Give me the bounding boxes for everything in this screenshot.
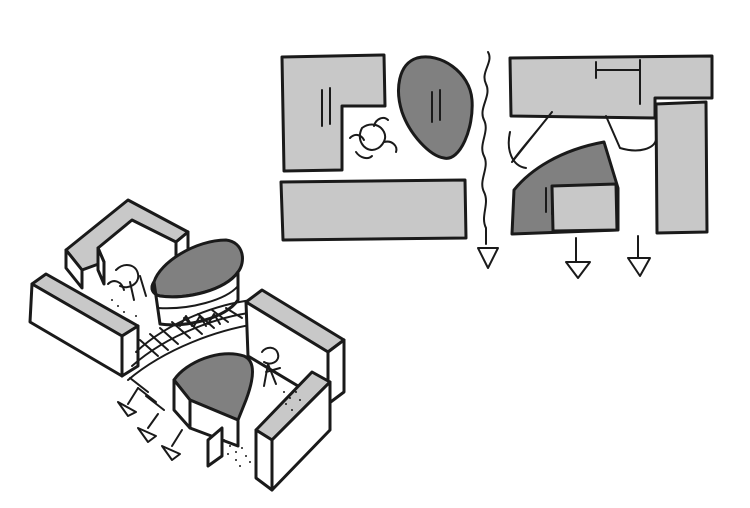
plan-door-swing-arc (511, 111, 553, 163)
plan-door-swing-arc (507, 131, 527, 169)
axo-person-figure (261, 346, 281, 387)
plan-bottom-bar (279, 178, 468, 242)
axo-front-right-bar-front (254, 428, 274, 492)
plan-arrow-down-icon (627, 235, 651, 277)
plan-arrow-down-icon (565, 237, 591, 279)
plan-l-block (280, 53, 387, 173)
plan-right-tall-block (654, 100, 709, 235)
axo-u-block-front (64, 248, 84, 290)
plan-top-right-block (508, 54, 714, 120)
axo-curved-path (127, 299, 257, 411)
plan-arrow-down-icon (477, 247, 499, 269)
axo-front-left-wall (206, 426, 224, 468)
axo-front-right-bar-side (270, 380, 332, 492)
axo-front-pavilion-wall-2 (188, 398, 240, 448)
plan-view (279, 51, 714, 279)
plan-dark-pavilion-inner (550, 182, 619, 233)
axo-ground-stipple (111, 299, 301, 467)
plan-wavy-path (481, 51, 491, 245)
plan-blob-mark (431, 89, 441, 123)
axo-arrow-down-icon (117, 387, 139, 417)
axo-front-pavilion-top (172, 352, 254, 422)
plan-window-mark (321, 87, 331, 127)
axo-arrow-down-icon (161, 429, 183, 461)
axo-arrow-down-icon (137, 413, 159, 443)
plan-tree-figure (349, 117, 398, 160)
axo-pavilion-band (157, 285, 239, 310)
plan-top-right-lines (595, 59, 641, 105)
plan-pavilion-window (545, 185, 553, 215)
axo-left-bar-end (120, 324, 140, 378)
axo-u-block-wall (96, 246, 106, 286)
plan-pavilion-blob (397, 55, 474, 160)
plan-door-swing-arc (605, 115, 657, 152)
axo-courtyard-figures (107, 264, 147, 301)
axonometric-view (28, 198, 346, 492)
